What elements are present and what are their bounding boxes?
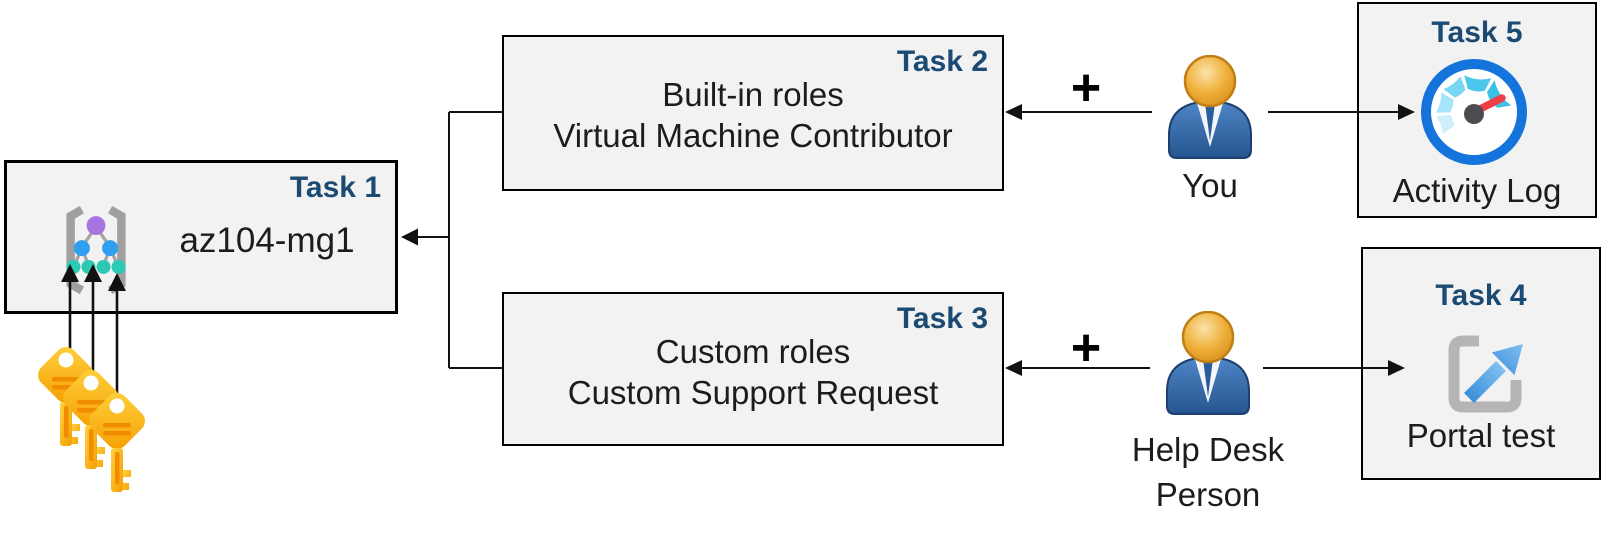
helpdesk-label-line1: Help Desk	[1131, 431, 1285, 468]
arrowhead-you-to-task2	[1005, 104, 1022, 120]
plus-sign-bottom: +	[1070, 319, 1102, 377]
task1-title: Task 1	[289, 171, 381, 204]
task5-label: Activity Log	[1392, 172, 1562, 209]
task4-title: Task 4	[1435, 279, 1527, 312]
arrowhead-to-task1	[401, 228, 418, 246]
plus-sign-top: +	[1070, 59, 1102, 117]
task2-box: Task 2 Built-in roles Virtual Machine Co…	[502, 35, 1004, 191]
task1-box: Task 1 az104-mg1	[4, 160, 398, 314]
person-you-icon	[1158, 55, 1262, 159]
task5-title: Task 5	[1431, 16, 1523, 49]
task3-box: Task 3 Custom roles Custom Support Reque…	[502, 292, 1004, 446]
management-group-icon	[49, 203, 143, 297]
activity-log-gauge-icon	[1418, 56, 1530, 168]
you-label: You	[1182, 167, 1238, 204]
task3-line2: Custom Support Request	[567, 374, 939, 411]
person-helpdesk-icon	[1156, 311, 1260, 415]
task3-title: Task 3	[896, 302, 988, 335]
task4-label: Portal test	[1406, 417, 1556, 454]
task5-box: Task 5 Activity Log	[1357, 2, 1597, 218]
task2-line1: Built-in roles	[662, 76, 844, 113]
helpdesk-label-line2: Person	[1155, 476, 1261, 513]
arrowhead-helpdesk-to-task3	[1005, 360, 1022, 376]
task4-box: Task 4 Portal test	[1361, 247, 1601, 480]
task2-line2: Virtual Machine Contributor	[553, 117, 953, 154]
task1-label: az104-mg1	[179, 221, 355, 260]
portal-external-link-icon	[1433, 324, 1533, 424]
task3-line1: Custom roles	[655, 333, 851, 370]
three-keys-icon	[25, 344, 175, 519]
task2-title: Task 2	[896, 45, 988, 78]
bracket-connector	[412, 111, 503, 369]
